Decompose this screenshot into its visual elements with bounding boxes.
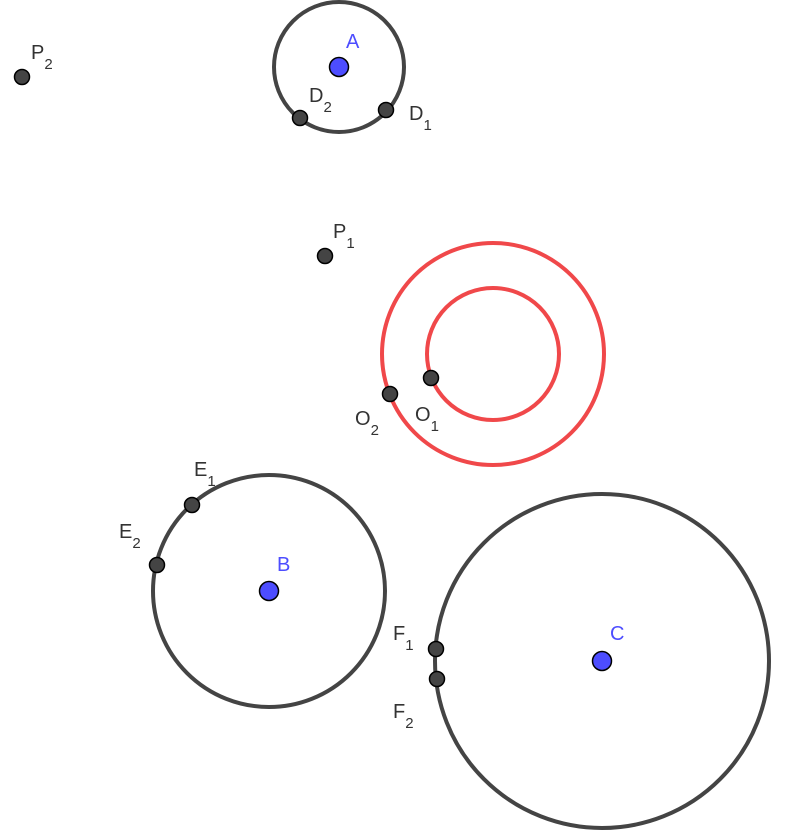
point-a[interactable] bbox=[328, 56, 350, 78]
circle-o-inner bbox=[425, 286, 561, 422]
point-e1[interactable] bbox=[183, 496, 201, 514]
label-b: B bbox=[277, 554, 290, 576]
label-f1-letter: F bbox=[393, 623, 405, 645]
point-c[interactable] bbox=[591, 650, 613, 672]
label-d2: D2 bbox=[309, 85, 332, 116]
label-d1: D1 bbox=[409, 103, 432, 134]
point-e2[interactable] bbox=[148, 556, 166, 574]
label-o2-letter: O bbox=[355, 408, 371, 430]
label-e1-subscript: 1 bbox=[207, 473, 215, 490]
label-f2-subscript: 2 bbox=[405, 715, 413, 732]
label-c: C bbox=[610, 623, 624, 645]
label-f1: F1 bbox=[393, 623, 414, 654]
label-o1-subscript: 1 bbox=[431, 418, 439, 435]
label-a: A bbox=[346, 31, 360, 53]
label-f2: F2 bbox=[393, 701, 414, 732]
point-d1[interactable] bbox=[377, 101, 395, 119]
label-p2-subscript: 2 bbox=[44, 56, 52, 73]
label-e2-subscript: 2 bbox=[132, 535, 140, 552]
label-p1: P1 bbox=[333, 221, 355, 252]
label-c-letter: C bbox=[610, 623, 624, 645]
label-p2-letter: P bbox=[31, 42, 44, 64]
label-e2-letter: E bbox=[119, 521, 132, 543]
label-d2-subscript: 2 bbox=[323, 99, 331, 116]
circle-o-outer bbox=[380, 241, 606, 467]
label-e1-letter: E bbox=[194, 459, 207, 481]
label-o2-subscript: 2 bbox=[371, 422, 379, 439]
label-d1-letter: D bbox=[409, 103, 423, 125]
point-o2[interactable] bbox=[381, 385, 399, 403]
label-p1-subscript: 1 bbox=[346, 235, 354, 252]
label-b-letter: B bbox=[277, 554, 290, 576]
label-o1-letter: O bbox=[415, 404, 431, 426]
point-d2[interactable] bbox=[291, 109, 309, 127]
label-d1-subscript: 1 bbox=[423, 117, 431, 134]
label-o1: O1 bbox=[415, 404, 439, 435]
point-b[interactable] bbox=[258, 580, 280, 602]
label-a-letter: A bbox=[346, 31, 360, 53]
label-e2: E2 bbox=[119, 521, 141, 552]
label-e1: E1 bbox=[194, 459, 216, 490]
point-f1[interactable] bbox=[427, 640, 445, 658]
circle-b bbox=[151, 473, 387, 709]
label-p1-letter: P bbox=[333, 221, 346, 243]
label-d2-letter: D bbox=[309, 85, 323, 107]
point-o1[interactable] bbox=[422, 369, 440, 387]
label-f1-subscript: 1 bbox=[405, 637, 413, 654]
circle-c bbox=[433, 492, 771, 830]
point-p1[interactable] bbox=[316, 247, 334, 265]
point-f2[interactable] bbox=[428, 670, 446, 688]
circle-a bbox=[272, 0, 406, 134]
point-p2[interactable] bbox=[13, 68, 31, 86]
label-p2: P2 bbox=[31, 42, 53, 73]
label-f2-letter: F bbox=[393, 701, 405, 723]
label-o2: O2 bbox=[355, 408, 379, 439]
